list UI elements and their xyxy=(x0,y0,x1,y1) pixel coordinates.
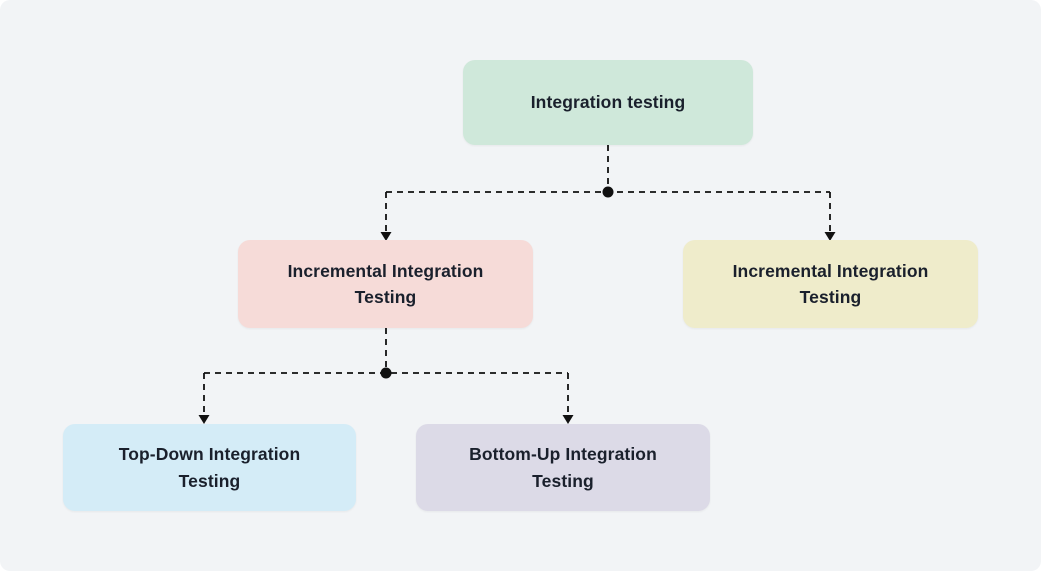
node-bottom-up-integration-testing: Bottom-Up Integration Testing xyxy=(416,424,710,511)
node-label: Incremental Integration Testing xyxy=(732,260,929,307)
node-label: Incremental Integration Testing xyxy=(287,260,484,307)
node-incremental-integration-testing-left: Incremental Integration Testing xyxy=(238,240,533,328)
node-label: Bottom-Up Integration Testing xyxy=(469,444,657,491)
node-label: Top-Down Integration Testing xyxy=(118,444,301,491)
arrowhead-icon xyxy=(562,415,574,424)
junction-dot-level3 xyxy=(380,367,392,379)
node-top-down-integration-testing: Top-Down Integration Testing xyxy=(63,424,356,511)
arrowhead-icon xyxy=(198,415,210,424)
node-label: Integration testing xyxy=(530,92,686,113)
node-incremental-integration-testing-right: Incremental Integration Testing xyxy=(683,240,978,328)
node-integration-testing: Integration testing xyxy=(463,60,753,145)
junction-dot-level2 xyxy=(602,186,614,198)
